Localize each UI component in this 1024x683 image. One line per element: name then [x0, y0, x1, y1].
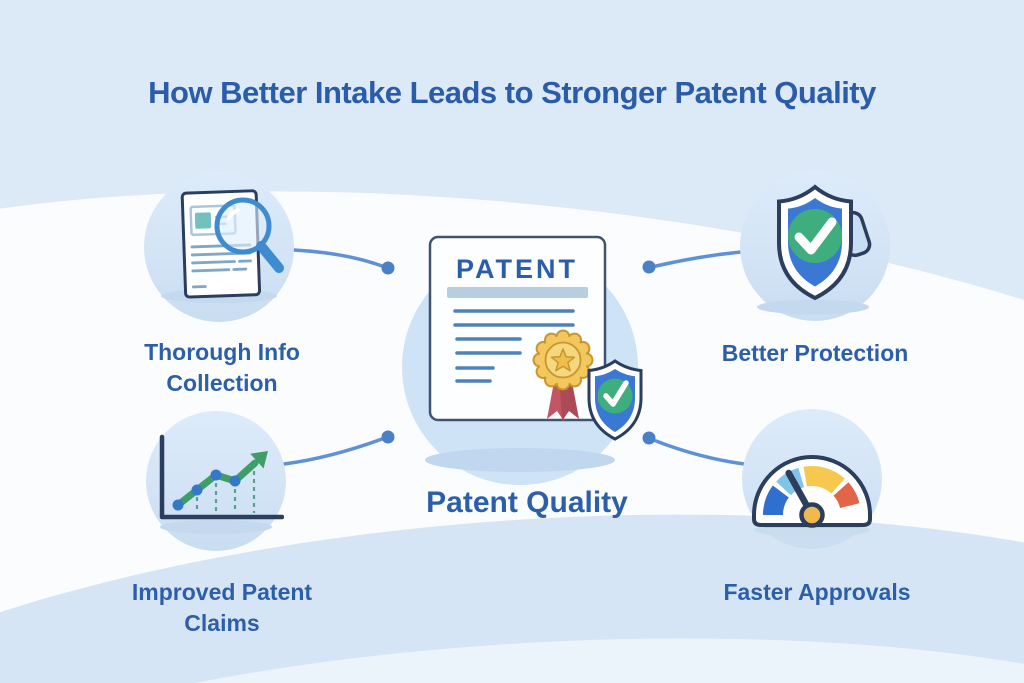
growth-chart-icon	[159, 434, 284, 534]
document-text-lines	[453, 309, 575, 383]
node-better-protection	[740, 171, 890, 321]
checkmark	[794, 217, 837, 255]
label-faster-approvals: Faster Approvals	[723, 579, 911, 605]
gauge-segments	[762, 466, 860, 516]
node-improved-patent-claims	[146, 411, 286, 551]
icon-shadow	[160, 520, 272, 534]
chart-axes	[159, 434, 284, 520]
patent-certificate-icon: PATENT	[402, 235, 643, 485]
page-title: How Better Intake Leads to Stronger Pate…	[148, 75, 876, 110]
label-patent-quality: Patent Quality	[426, 486, 628, 519]
document-magnifier-icon	[161, 189, 284, 303]
patent-document-title: PATENT	[456, 254, 578, 284]
small-shield-check-icon	[587, 359, 643, 441]
gold-seal-ribbon	[532, 329, 594, 421]
patent-document: PATENT	[428, 235, 607, 422]
icon-shadow	[757, 299, 869, 315]
center-shadow	[425, 448, 615, 472]
gauge-hub	[799, 502, 825, 528]
shield-check-icon	[757, 184, 872, 315]
seal-star	[550, 348, 576, 372]
magnifying-glass	[214, 197, 284, 273]
label-thorough-info-collection: Thorough Info Collection	[144, 339, 300, 397]
chart-arrow-head	[250, 451, 268, 469]
label-better-protection: Better Protection	[721, 340, 909, 366]
speed-gauge-icon	[752, 455, 872, 537]
chart-dashed-guides	[195, 471, 256, 513]
node-faster-approvals	[742, 409, 882, 549]
node-thorough-info-collection	[144, 172, 294, 322]
chart-data-points	[172, 469, 241, 511]
label-improved-patent-claims: Improved Patent Claims	[131, 579, 313, 637]
